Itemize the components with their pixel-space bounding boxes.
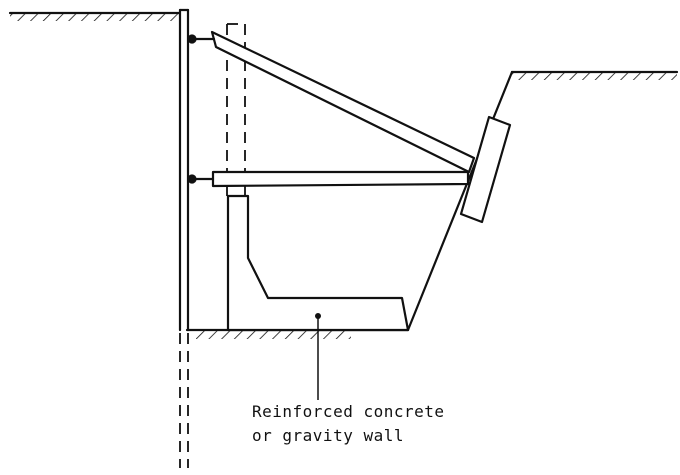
strut-connection-lower bbox=[187, 174, 197, 184]
pile-embedment-dashed bbox=[179, 333, 189, 468]
wall-label-line2: or gravity wall bbox=[252, 426, 404, 445]
sheet-pile-wall bbox=[178, 8, 190, 332]
reinforced-concrete-wall bbox=[226, 194, 410, 332]
thrust-block bbox=[459, 115, 512, 224]
ground-left-top bbox=[8, 11, 182, 21]
ground-right-top bbox=[510, 70, 679, 80]
strut-connection-upper bbox=[187, 34, 197, 44]
excavation-slope bbox=[406, 70, 514, 332]
wall-label-line1: Reinforced concrete bbox=[252, 402, 445, 421]
lower-horizontal-strut bbox=[211, 170, 470, 188]
upper-inclined-strut bbox=[210, 30, 476, 174]
ground-excavation-base bbox=[185, 328, 410, 339]
